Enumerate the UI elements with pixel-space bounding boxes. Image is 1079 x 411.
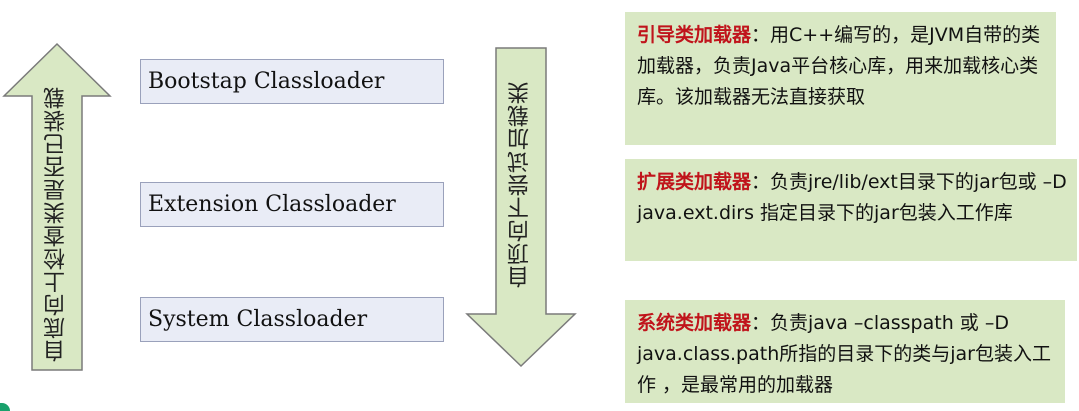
top-down-arrow: 自顶向下尝试加载类 [465,46,577,368]
extension-loader-description: 扩展类加载器：负责jre/lib/ext目录下的jar包或 –D java.ex… [625,159,1077,261]
system-loader-title: 系统类加载器 [637,312,752,334]
system-loader-description: 系统类加载器：负责java –classpath 或 –D java.class… [625,300,1065,403]
extension-loader-text: 负责jre/lib/ext目录下的jar包或 –D java.ext.dirs … [637,171,1067,224]
system-classloader-box: System Classloader [140,297,444,342]
bootstrap-classloader-box: Bootstap Classloader [140,59,444,104]
bottom-up-arrow: 自底向上检查类是否已装载 [2,42,112,372]
top-down-arrow-label: 自顶向下尝试加载类 [508,81,533,289]
bootstrap-loader-title: 引导类加载器 [637,24,752,46]
down-arrow-shape [465,47,577,368]
bottom-up-arrow-label: 自底向上检查类是否已装载 [44,86,69,363]
system-loader-text: 负责java –classpath 或 –D java.class.path所指… [637,312,1051,396]
extension-classloader-box: Extension Classloader [140,182,444,227]
bootstrap-loader-text: 用C++编写的，是JVM自带的类加载器，负责Java平台核心库，用来加载核心类库… [637,24,1041,108]
bootstrap-loader-separator: ： [751,24,771,46]
up-arrow-shape [2,42,112,371]
bootstrap-loader-description: 引导类加载器：用C++编写的，是JVM自带的类加载器，负责Java平台核心库，用… [625,12,1056,145]
extension-loader-separator: ： [751,171,771,193]
corner-mark [0,403,10,411]
extension-loader-title: 扩展类加载器 [637,171,752,193]
system-loader-separator: ： [751,312,771,334]
